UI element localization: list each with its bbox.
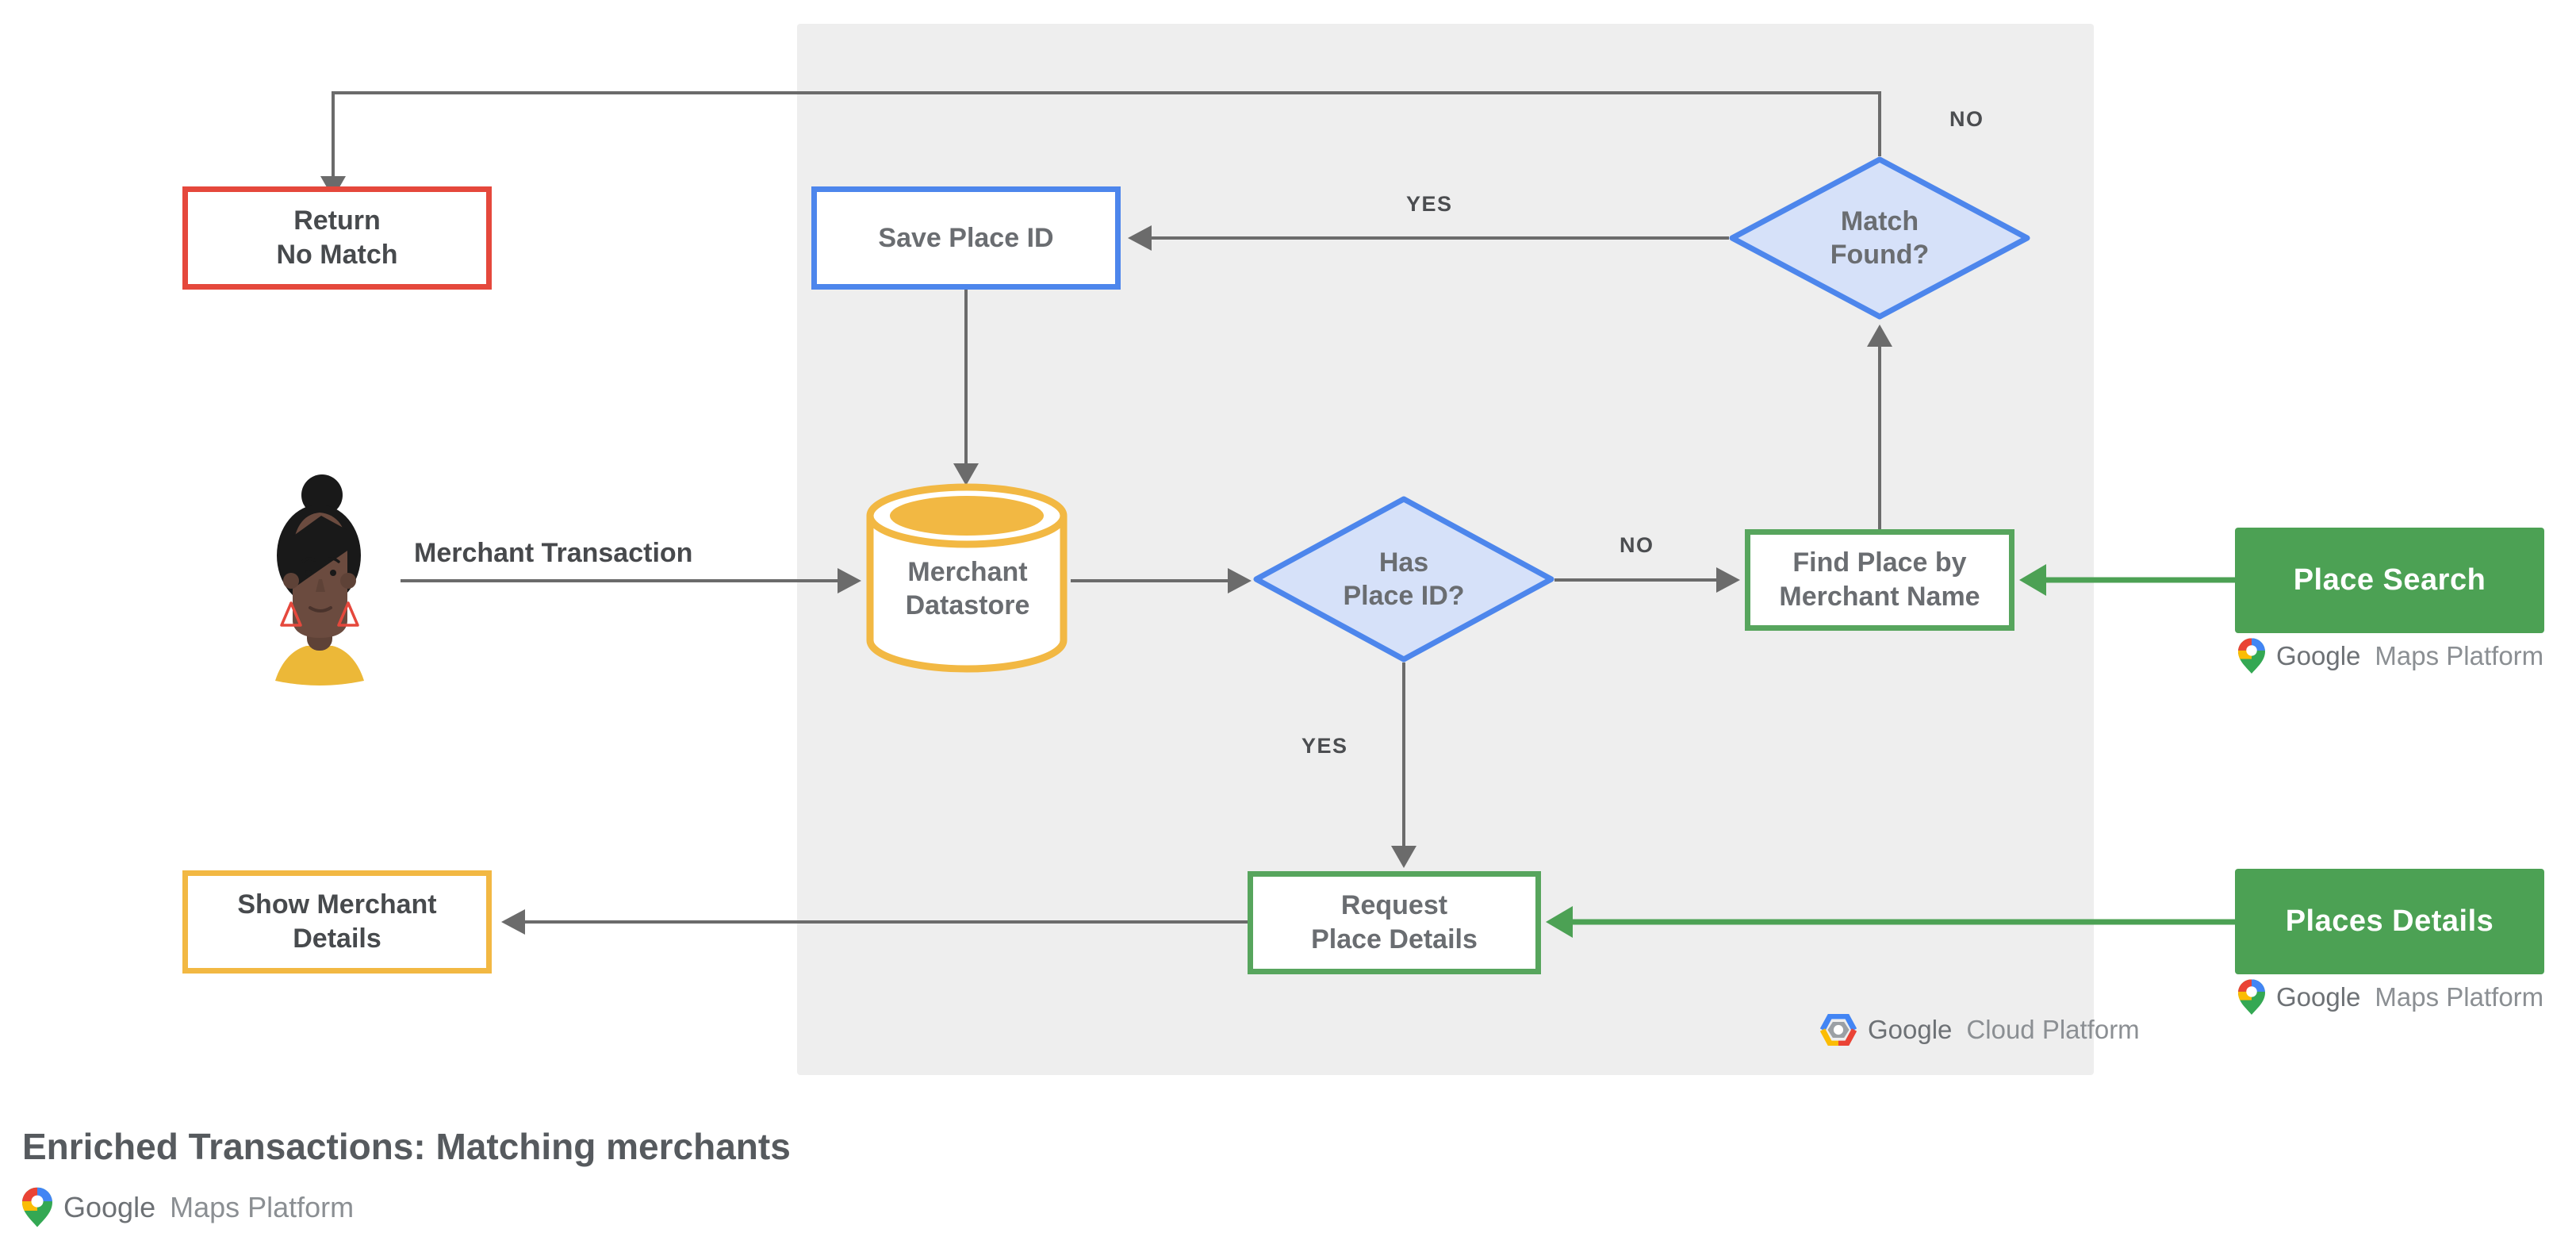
- node-label-line: Return: [293, 205, 381, 236]
- edge-label-yes: YES: [1301, 734, 1348, 758]
- brand-google: Google: [63, 1191, 156, 1223]
- edge-label-no: NO: [1949, 107, 1984, 131]
- brand-google: Google: [2276, 641, 2361, 670]
- diamond-shape: [1729, 156, 2030, 320]
- node-label-line: No Match: [276, 240, 398, 270]
- node-label-line: Has: [1378, 547, 1429, 578]
- node-label-line: Match: [1840, 206, 1919, 236]
- node-return-no-match: Return No Match: [182, 186, 492, 290]
- maps-platform-brand-row: Google Maps Platform: [2238, 979, 2543, 1016]
- brand-google: Google: [1868, 1015, 1953, 1044]
- node-label-line: Merchant: [907, 557, 1028, 587]
- node-label-line: Place ID?: [1343, 581, 1465, 611]
- brand-google: Google: [2276, 982, 2361, 1012]
- edge-label-no: NO: [1620, 533, 1654, 557]
- brand-product: Cloud Platform: [1966, 1015, 2140, 1044]
- user-avatar: [275, 474, 364, 686]
- node-find-place-by-merchant-name: Find Place by Merchant Name: [1745, 529, 2014, 631]
- node-show-merchant-details: Show Merchant Details: [182, 870, 492, 974]
- node-label-line: Save Place ID: [878, 222, 1054, 253]
- node-label-line: Request: [1340, 890, 1448, 920]
- node-save-place-id: Save Place ID: [811, 186, 1121, 290]
- node-has-place-id-decision: Has Place ID?: [1253, 496, 1554, 662]
- node-places-details-api: Places Details: [2235, 869, 2544, 974]
- node-place-search-api: Place Search: [2235, 528, 2544, 633]
- api-label: Places Details: [2285, 904, 2494, 938]
- node-label-line: Find Place by: [1792, 547, 1967, 578]
- maps-platform-brand-row: Google Maps Platform: [22, 1187, 354, 1228]
- google-maps-pin-icon: [2238, 638, 2265, 674]
- google-maps-pin-icon: [2238, 979, 2265, 1016]
- node-merchant-datastore-label: Merchant Datastore: [864, 555, 1071, 622]
- maps-platform-brand-row: Google Maps Platform: [2238, 638, 2543, 674]
- brand-product: Maps Platform: [2375, 982, 2544, 1012]
- diamond-shape: [1253, 496, 1554, 662]
- merchant-transaction-label: Merchant Transaction: [414, 538, 693, 568]
- cloud-platform-brand-row: Google Cloud Platform: [1820, 1014, 2140, 1046]
- node-label-line: Place Details: [1311, 924, 1478, 954]
- node-request-place-details: Request Place Details: [1248, 871, 1541, 974]
- node-label-line: Found?: [1830, 240, 1930, 270]
- google-cloud-hexagon-icon: [1820, 1014, 1857, 1046]
- api-label: Place Search: [2293, 563, 2486, 597]
- brand-product: Maps Platform: [2375, 641, 2544, 670]
- node-label-line: Datastore: [905, 590, 1030, 620]
- node-label-line: Show Merchant: [237, 889, 437, 920]
- node-label-line: Details: [293, 924, 381, 954]
- node-match-found-decision: Match Found?: [1729, 156, 2030, 320]
- node-merchant-datastore-cylinder: [866, 483, 1068, 673]
- arrowhead: [501, 909, 525, 935]
- node-label-line: Merchant Name: [1779, 582, 1980, 612]
- brand-product: Maps Platform: [170, 1191, 355, 1223]
- edge-label-yes: YES: [1406, 192, 1453, 216]
- google-maps-pin-icon: [22, 1187, 52, 1228]
- diagram-title: Enriched Transactions: Matching merchant…: [22, 1126, 791, 1167]
